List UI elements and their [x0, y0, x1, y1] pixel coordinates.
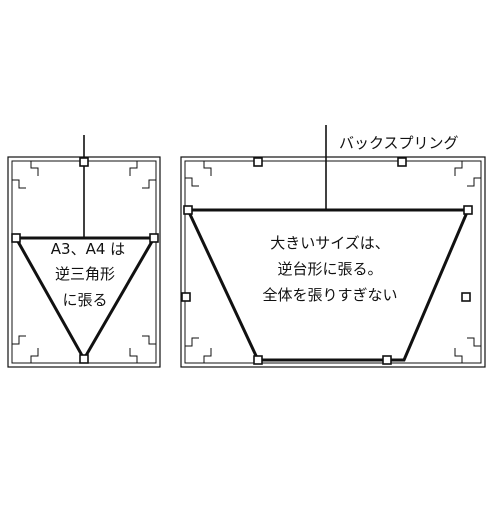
large-pin-bottom-left — [253, 355, 263, 365]
large-pin-middle-left — [181, 292, 191, 302]
large-pin-top-right — [397, 157, 407, 167]
large-pin-bottom-right — [382, 355, 392, 365]
small-frame-corner-bottom-right — [129, 335, 156, 363]
small-pin-left — [11, 233, 21, 243]
small-frame: A3、A4 は 逆三角形 に張る — [7, 135, 161, 368]
back-spring-label: バックスプリング — [339, 134, 459, 152]
large-frame-inner-border — [184, 160, 482, 364]
large-inverted-trapezoid-spring — [185, 208, 471, 362]
small-frame-corner-top-right — [129, 161, 156, 189]
small-pin-right — [149, 233, 159, 243]
large-note-line1: 大きいサイズは、 — [270, 234, 390, 252]
small-note-line3: に張る — [62, 291, 107, 309]
large-frame: 大きいサイズは、 逆台形に張る。 全体を張りすぎない — [180, 125, 486, 368]
large-frame-corner-top-left — [185, 161, 212, 187]
small-note-line1: A3、A4 は — [51, 240, 125, 258]
large-pin-upper-right — [463, 205, 473, 215]
small-inverted-triangle-spring — [13, 236, 157, 363]
small-note-line2: 逆三角形 — [55, 265, 115, 283]
large-note-line3: 全体を張りすぎない — [262, 286, 397, 304]
large-frame-outer-border — [180, 156, 486, 368]
large-frame-corner-bottom-left — [185, 337, 212, 363]
small-pin-bottom — [79, 354, 89, 364]
large-frame-corner-bottom-right — [454, 337, 481, 363]
large-pin-middle-right — [461, 292, 471, 302]
large-pin-upper-left — [183, 205, 193, 215]
large-frame-corner-top-right — [454, 161, 481, 187]
large-note-line2: 逆台形に張る。 — [277, 260, 382, 278]
large-pin-top-left — [253, 157, 263, 167]
small-frame-corner-top-left — [12, 161, 39, 189]
small-pin-top — [79, 157, 89, 167]
small-frame-corner-bottom-left — [12, 335, 39, 363]
